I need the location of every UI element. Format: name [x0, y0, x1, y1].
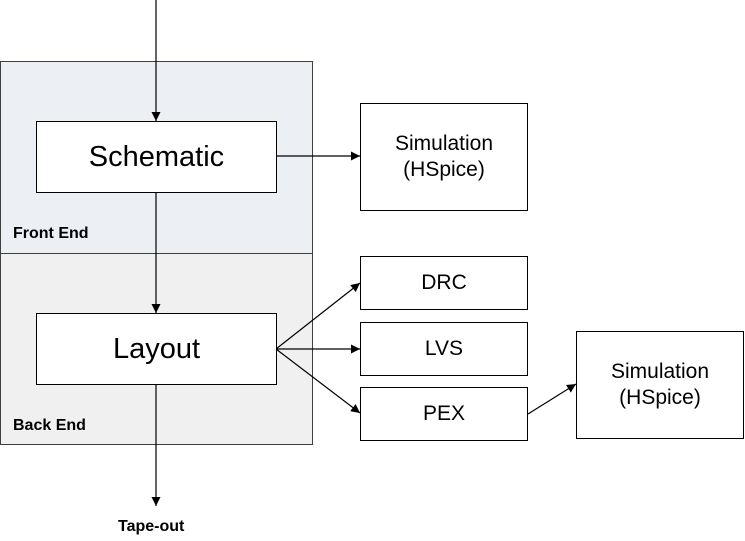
pex-label: PEX [422, 401, 466, 425]
drc-label: DRC [421, 270, 467, 294]
lvs-label: LVS [424, 336, 464, 360]
simulation-label-back: Simulation (HSpice) [610, 359, 710, 409]
layout-box: Layout [36, 313, 277, 385]
schematic-box: Schematic [36, 121, 277, 193]
pex-box: PEX [360, 387, 528, 441]
back-end-label: Back End [13, 417, 86, 434]
arrow-layout-to-pex [275, 348, 361, 414]
front-end-label: Front End [13, 225, 89, 242]
simulation-box-front: Simulation (HSpice) [360, 103, 528, 211]
layout-label: Layout [112, 332, 201, 365]
drc-box: DRC [360, 256, 528, 310]
arrow-pex-to-simulation [527, 383, 577, 415]
simulation-box-back: Simulation (HSpice) [576, 331, 744, 439]
arrow-layout-to-drc [275, 282, 361, 350]
lvs-box: LVS [360, 322, 528, 376]
simulation-label-front: Simulation (HSpice) [394, 131, 494, 181]
schematic-label: Schematic [88, 140, 225, 173]
tape-out-label: Tape-out [118, 518, 185, 535]
